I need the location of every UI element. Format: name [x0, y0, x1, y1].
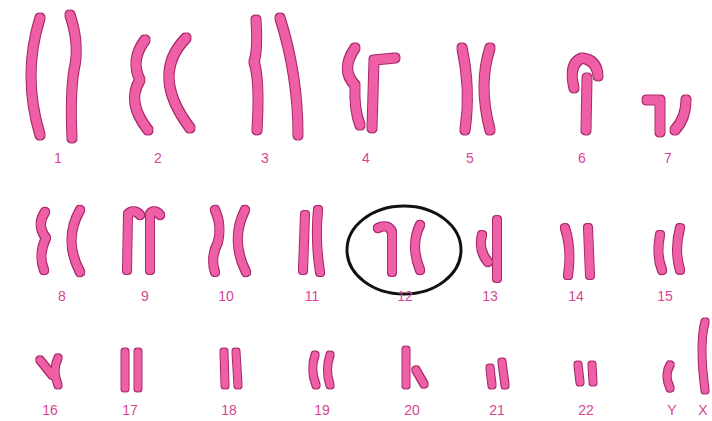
chromosome: [667, 365, 670, 388]
highlight-circle: [347, 206, 461, 294]
chromosome: [317, 210, 320, 272]
chromosome: [313, 355, 316, 385]
chromosome: [403, 350, 410, 385]
chromosome: [658, 235, 662, 270]
chromosome-number: X: [698, 402, 707, 418]
chromosome: [372, 58, 395, 128]
chromosome: [348, 48, 361, 125]
chromosome: [280, 18, 298, 135]
chromosome-number: 14: [568, 288, 584, 304]
chromosome: [122, 352, 129, 388]
chromosome-number: 15: [657, 288, 673, 304]
chromosome: [150, 211, 160, 270]
chromosome: [378, 226, 392, 272]
chromosome: [303, 215, 305, 270]
chromosome: [462, 48, 467, 130]
chromosome: [236, 352, 238, 385]
chromosome: [55, 358, 58, 385]
chromosome: [72, 210, 81, 272]
chromosome-set: [31, 15, 705, 390]
chromosome: [675, 100, 686, 130]
chromosome: [213, 210, 219, 272]
chromosome-number: 13: [482, 288, 498, 304]
chromosome-number: 4: [362, 150, 370, 166]
chromosome-number: 5: [466, 150, 474, 166]
chromosome: [135, 352, 142, 388]
chromosome-number: 7: [664, 150, 672, 166]
chromosome: [224, 352, 225, 385]
chromosome-number: Y: [667, 402, 676, 418]
chromosome-number: 12: [397, 288, 413, 304]
chromosome: [592, 365, 593, 382]
chromosome-number: 10: [218, 288, 234, 304]
chromosome-number: 2: [154, 150, 162, 166]
chromosome: [169, 38, 190, 128]
large-chromosomes: [31, 15, 686, 138]
chromosome: [502, 362, 505, 385]
chromosome-number: 6: [578, 150, 586, 166]
chromosome-number: 18: [221, 402, 237, 418]
chromosome-number: 22: [578, 402, 594, 418]
chromosome: [415, 225, 420, 270]
small-chromosomes: [40, 322, 705, 390]
chromosome-number: 11: [305, 288, 320, 304]
chromosome-number: 8: [58, 288, 66, 304]
chromosome: [586, 78, 587, 130]
chromosome-number: 20: [404, 402, 420, 418]
chromosome: [677, 228, 680, 270]
chromosome: [588, 228, 590, 275]
chromosome: [484, 48, 490, 130]
chromosome-number: 21: [489, 402, 505, 418]
chromosome: [328, 355, 331, 385]
chromosome: [135, 40, 148, 130]
chromosome-number: 3: [261, 150, 269, 166]
chromosome: [416, 370, 424, 384]
chromosome: [127, 211, 140, 270]
chromosome: [41, 212, 46, 270]
chromosome-number: 1: [54, 150, 62, 166]
chromosome: [40, 360, 52, 375]
chromosome: [578, 365, 580, 382]
chromosome: [481, 235, 488, 262]
chromosome: [565, 228, 569, 275]
chromosome: [702, 322, 705, 390]
chromosome: [254, 20, 258, 130]
chromosome: [490, 368, 492, 385]
chromosome-number: 9: [141, 288, 149, 304]
chromosome-number: 17: [122, 402, 138, 418]
chromosome: [647, 100, 660, 132]
chromosome: [70, 15, 76, 138]
chromosome: [493, 220, 501, 278]
chromosome-number: 19: [314, 402, 330, 418]
chromosome: [31, 18, 40, 135]
chromosome-number: 16: [42, 402, 58, 418]
chromosome: [238, 210, 246, 272]
